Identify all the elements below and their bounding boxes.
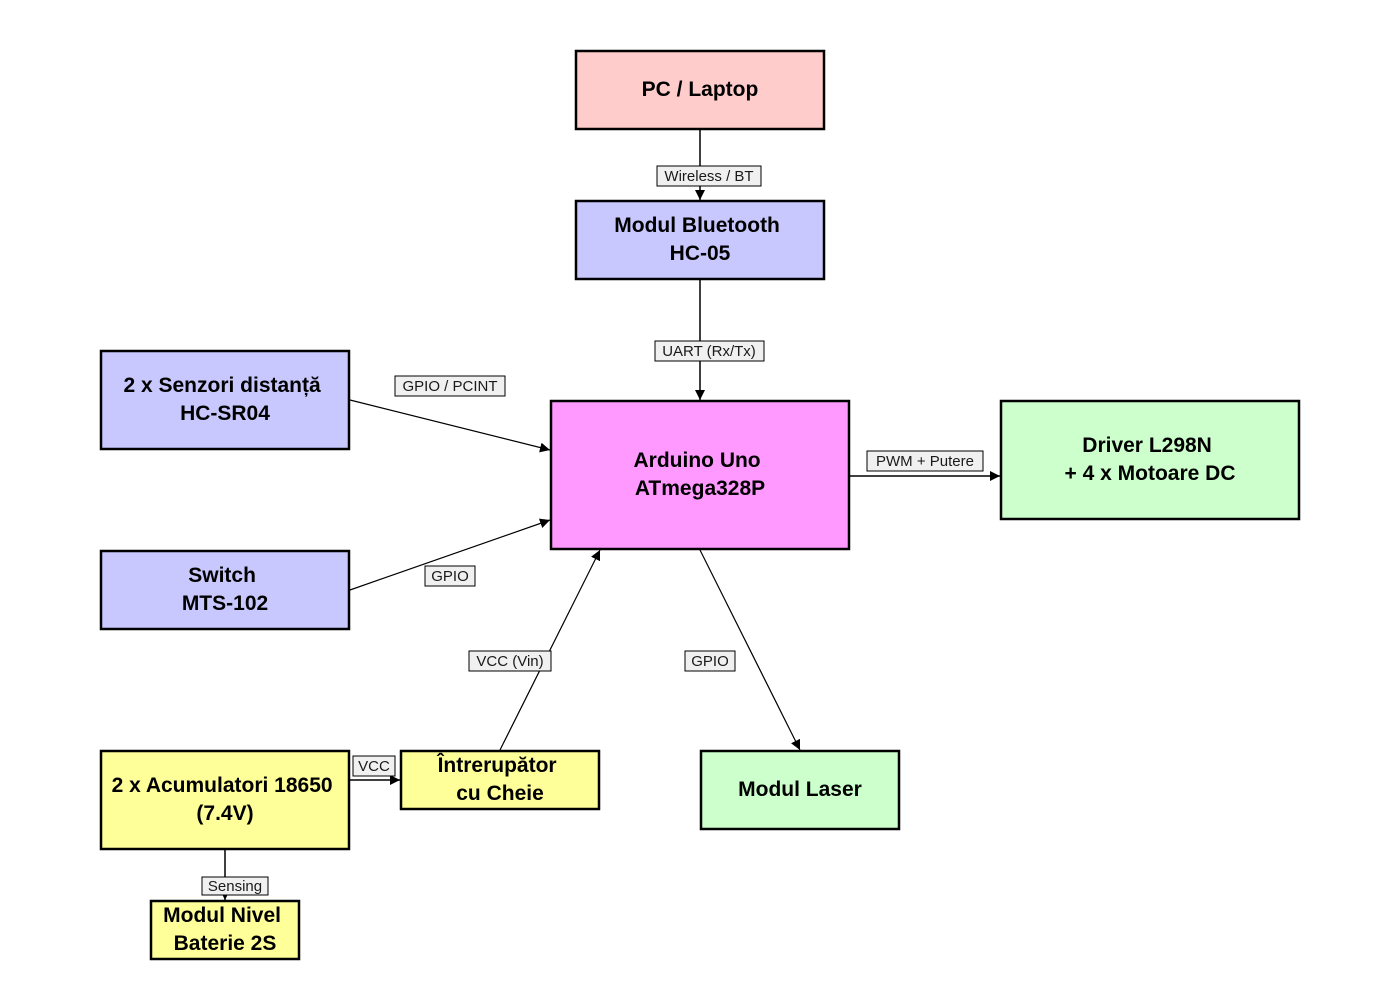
block-label-line: (7.4V) bbox=[196, 802, 253, 825]
svg-text:Driver L298N + 4 x Mot: Driver L298N + 4 x Motoare DC bbox=[1065, 434, 1236, 485]
block-label-line: Baterie 2S bbox=[174, 932, 277, 955]
block-box bbox=[99, 549, 351, 631]
block-pc-laptop[interactable]: PC / Laptop bbox=[574, 49, 826, 131]
edge-label-keyswitch-arduino: VCC (Vin) bbox=[468, 650, 552, 672]
block-label-line: Modul Laser bbox=[738, 778, 862, 801]
block-box bbox=[574, 199, 826, 281]
block-label-line: ATmega328P bbox=[635, 477, 765, 500]
block-label-line: Întrerupător bbox=[437, 753, 557, 777]
svg-text:Switch MTS-102: Switch MTS-102 bbox=[182, 564, 268, 615]
block-box bbox=[99, 349, 351, 451]
block-box bbox=[549, 399, 851, 551]
svg-text:Sensing: Sensing bbox=[208, 878, 262, 895]
svg-text:2 x Acumulatori 18650: 2 x Acumulatori 18650 (7.4V) bbox=[112, 774, 339, 825]
edge-label-batteries-level: Sensing bbox=[201, 876, 269, 896]
svg-text:2 x Senzori distanță H: 2 x Senzori distanță HC-SR04 bbox=[123, 374, 326, 425]
edge-keyswitch-arduino bbox=[499, 549, 601, 751]
block-batteries[interactable]: 2 x Acumulatori 18650 (7.4V) bbox=[99, 749, 351, 851]
svg-text:Modul Laser: Modul Laser bbox=[738, 778, 862, 801]
svg-text:Modul Nivel Baterie 2S: Modul Nivel Baterie 2S bbox=[163, 904, 287, 955]
edges bbox=[220, 130, 1000, 900]
block-label-line: HC-05 bbox=[670, 242, 731, 265]
edge-arduino-laser bbox=[699, 549, 801, 751]
svg-text:Modul Bluetooth HC-05: Modul Bluetooth HC-05 bbox=[614, 214, 785, 265]
edge-label-arduino-driver: PWM + Putere bbox=[866, 450, 984, 472]
block-label-line: MTS-102 bbox=[182, 592, 268, 615]
edge-label-switch-arduino: GPIO bbox=[424, 565, 476, 587]
block-label-line: Driver L298N bbox=[1082, 434, 1212, 457]
block-distance-sensors[interactable]: 2 x Senzori distanță HC-SR04 bbox=[99, 349, 351, 451]
svg-text:PC / Laptop: PC / Laptop bbox=[642, 78, 759, 101]
svg-text:Întrerupător cu Cheie: Întrerupător cu Cheie bbox=[437, 753, 563, 805]
edge-sensors-arduino bbox=[349, 399, 551, 453]
block-label-line: Switch bbox=[188, 564, 256, 587]
block-label-line: Modul Bluetooth bbox=[614, 214, 780, 237]
svg-text:PWM + Putere: PWM + Putere bbox=[876, 453, 974, 470]
block-key-switch[interactable]: Întrerupător cu Cheie bbox=[399, 749, 601, 811]
block-label-line: 2 x Senzori distanță bbox=[123, 374, 321, 397]
svg-text:GPIO: GPIO bbox=[691, 653, 729, 670]
edge-label-arduino-laser: GPIO bbox=[684, 650, 736, 672]
block-label-line: + 4 x Motoare DC bbox=[1065, 462, 1236, 485]
blocks: PC / Laptop Modul Bluetooth HC-05 Arduin… bbox=[99, 49, 1301, 961]
svg-text:GPIO: GPIO bbox=[431, 568, 469, 585]
block-motor-driver[interactable]: Driver L298N + 4 x Motoare DC bbox=[999, 399, 1301, 521]
svg-text:VCC: VCC bbox=[358, 758, 390, 775]
block-label-line: Arduino Uno bbox=[634, 449, 761, 472]
svg-text:Arduino Uno ATmega328P: Arduino Uno ATmega328P bbox=[634, 449, 767, 500]
block-box bbox=[574, 49, 826, 131]
block-label-line: HC-SR04 bbox=[180, 402, 270, 425]
edge-label-pc-bluetooth: Wireless / BT bbox=[656, 165, 762, 187]
edge-label-sensors-arduino: GPIO / PCINT bbox=[394, 375, 506, 397]
block-box bbox=[99, 749, 351, 851]
edge-label-batteries-keyswitch: VCC bbox=[352, 755, 396, 777]
block-battery-level-module[interactable]: Modul Nivel Baterie 2S bbox=[149, 899, 301, 961]
block-arduino-uno[interactable]: Arduino Uno ATmega328P bbox=[549, 399, 851, 551]
block-laser-module[interactable]: Modul Laser bbox=[699, 749, 901, 831]
block-label-line: cu Cheie bbox=[456, 782, 544, 805]
edge-labels: Wireless / BT UART (Rx/Tx) GPIO / PCINT … bbox=[201, 165, 984, 896]
svg-text:UART (Rx/Tx): UART (Rx/Tx) bbox=[662, 343, 756, 360]
block-label-line: 2 x Acumulatori 18650 bbox=[112, 774, 333, 797]
svg-text:GPIO / PCINT: GPIO / PCINT bbox=[402, 378, 497, 395]
block-label-line: PC / Laptop bbox=[642, 78, 759, 101]
svg-text:VCC (Vin): VCC (Vin) bbox=[476, 653, 543, 670]
edge-switch-arduino bbox=[349, 518, 551, 591]
block-box bbox=[399, 749, 601, 811]
block-box bbox=[699, 749, 901, 831]
block-switch[interactable]: Switch MTS-102 bbox=[99, 549, 351, 631]
block-bluetooth-module[interactable]: Modul Bluetooth HC-05 bbox=[574, 199, 826, 281]
block-box bbox=[149, 899, 301, 961]
svg-text:Wireless / BT: Wireless / BT bbox=[664, 168, 753, 185]
edge-label-bluetooth-arduino: UART (Rx/Tx) bbox=[654, 340, 765, 362]
block-label-line: Modul Nivel bbox=[163, 904, 281, 927]
block-box bbox=[999, 399, 1301, 521]
